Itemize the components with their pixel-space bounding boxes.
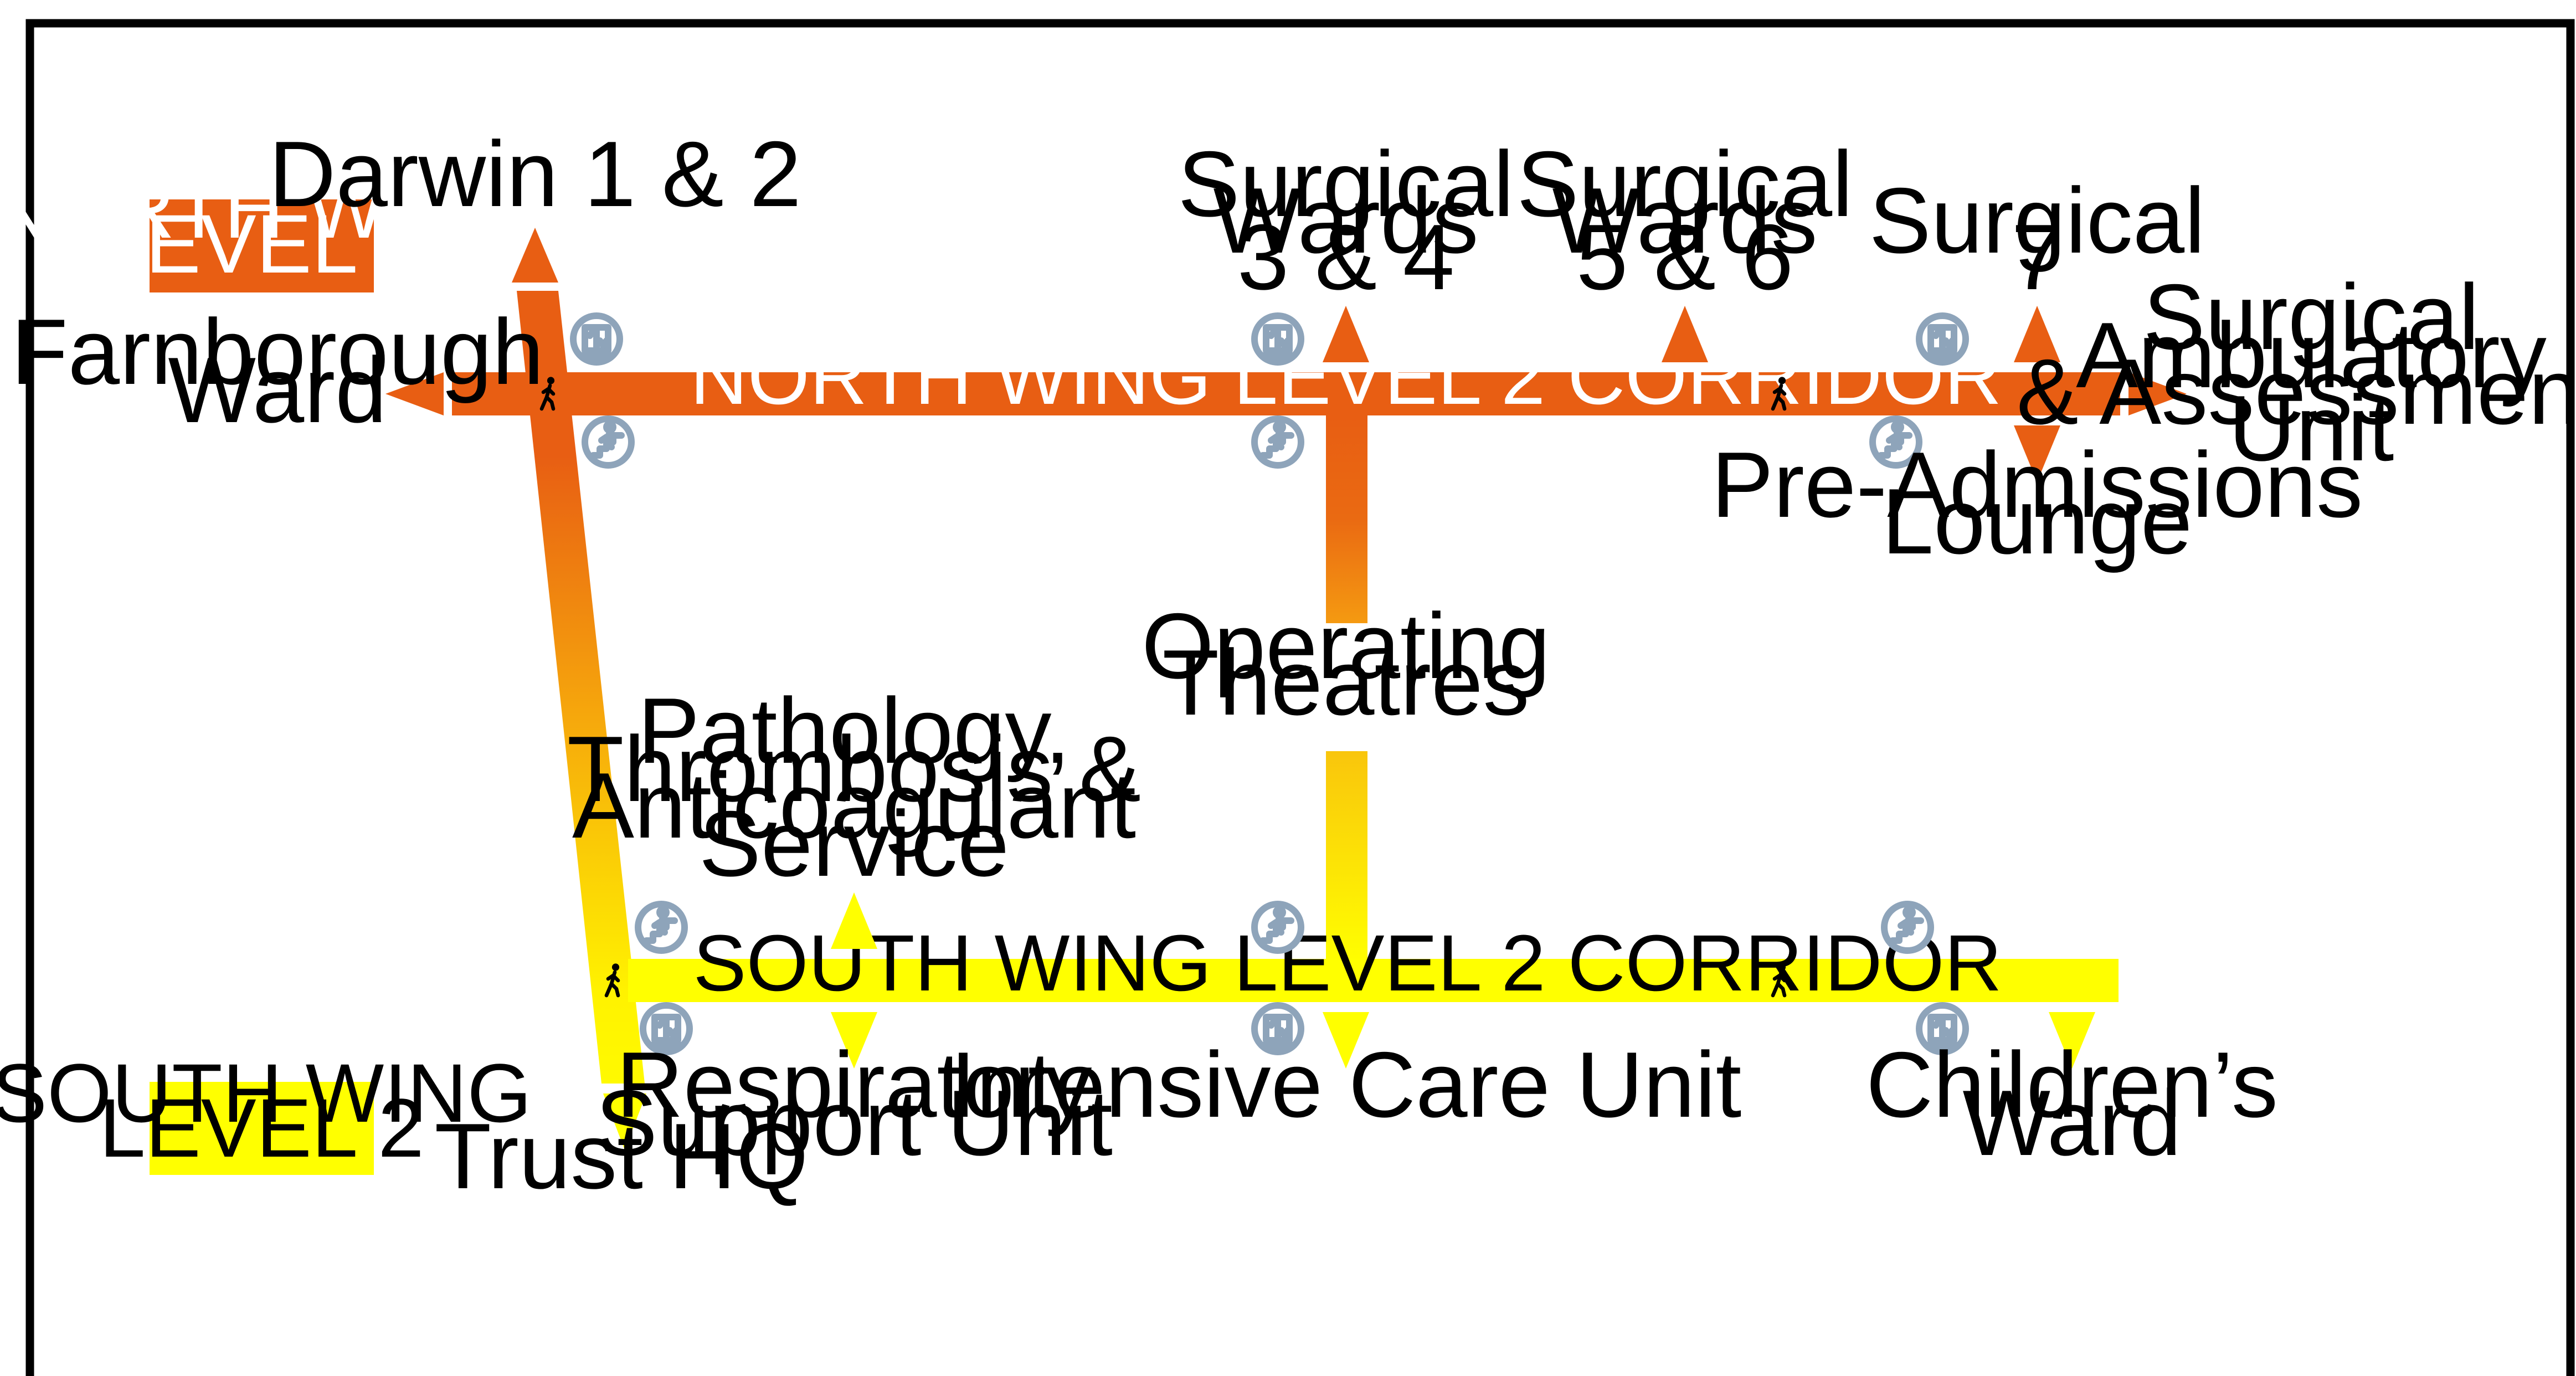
arrow-up-surgical-wards-3-4 [1323,306,1370,362]
stairs-icon [1254,904,1301,951]
arrow-down-respiratory [831,1012,878,1069]
stairs-icon [638,904,685,951]
theatres-connector-north [1326,412,1368,623]
label-saau-2: Ambulatory [2076,303,2547,407]
svg-text:Ambulatory: Ambulatory [2076,303,2547,407]
label-sw34-2: Wards [1213,168,1478,273]
svg-text:5 & 6: 5 & 6 [1576,205,1793,309]
label-s7-2: 7 [2011,205,2063,309]
label-preadm-2: Lounge [1882,469,2193,573]
label-darwin: Darwin 1 & 2 [269,122,801,226]
lift-icon [1919,316,1966,362]
arrow-down-icu [1323,1012,1370,1069]
svg-text:Wards: Wards [1552,168,1817,273]
svg-text:Pre-Admissions: Pre-Admissions [1711,433,2363,537]
svg-text:LEVEL 2: LEVEL 2 [99,197,424,290]
svg-text:Support Unit: Support Unit [595,1071,1113,1175]
svg-text:3 & 4: 3 & 4 [1237,205,1454,309]
theatres-connector-south [1326,751,1368,964]
svg-text:Surgical: Surgical [1869,168,2205,273]
legend-north-wing: NORTH WING LEVEL 2 [0,162,533,292]
arrow-right-saau [2128,372,2187,415]
label-farnborough-1: Farnborough [11,300,544,404]
label-children-2: Ward [1962,1071,2181,1175]
label-sw56-3: 5 & 6 [1576,205,1793,309]
svg-text:Ward: Ward [168,338,387,442]
svg-text:Pathology,: Pathology, [637,679,1070,783]
svg-text:Surgical: Surgical [1517,132,1853,236]
svg-text:& Assessment: & Assessment [2017,340,2576,444]
label-saau-4: Unit [2229,376,2394,480]
label-saau-3: & Assessment [2017,340,2576,444]
svg-text:Trust HQ: Trust HQ [434,1104,808,1208]
label-farnborough-2: Ward [168,338,387,442]
label-resp-2: Support Unit [595,1071,1113,1175]
legend-south-line2: LEVEL 2 [99,1081,424,1174]
svg-text:Lounge: Lounge [1882,469,2193,573]
label-s7-1: Surgical [1869,168,2205,273]
label-sw56-2: Wards [1552,168,1817,273]
arrow-up-darwin [512,228,559,283]
stairs-icon [1254,419,1301,465]
svg-text:SOUTH WING LEVEL 2 CORRIDOR: SOUTH WING LEVEL 2 CORRIDOR [693,918,2002,1008]
svg-text:Wards: Wards [1213,168,1478,273]
svg-text:Unit: Unit [2229,376,2394,480]
svg-text:NORTH WING: NORTH WING [0,162,533,255]
arrow-down-pre-admissions [2014,425,2061,482]
svg-text:Service: Service [699,792,1009,896]
legend-north-line1: NORTH WING [0,162,533,255]
label-path-2: Thrombosis & [567,717,1141,821]
svg-text:Intensive Care Unit: Intensive Care Unit [950,1033,1742,1137]
stairs-icon [585,419,631,465]
south-corridor [628,959,2119,1002]
legend-south-wing: SOUTH WING LEVEL 2 [0,1046,532,1175]
svg-text:Operating: Operating [1142,594,1550,698]
legend-south-line1: SOUTH WING [0,1046,532,1139]
label-path-3: Anticoagulant [572,753,1136,858]
svg-text:Surgical: Surgical [2143,265,2480,369]
label-sw34-1: Surgical [1178,132,1514,236]
arrow-down-childrens-ward [2049,1012,2096,1069]
svg-text:Children’s: Children’s [1866,1033,2278,1137]
svg-text:Surgical: Surgical [1178,132,1514,236]
svg-text:Respiratory: Respiratory [616,1033,1092,1137]
left-connector [517,291,645,1084]
arrow-down-trust-hq [603,1093,647,1150]
label-icu: Intensive Care Unit [950,1033,1742,1137]
label-resp-1: Respiratory [616,1033,1092,1137]
svg-text:Thrombosis &: Thrombosis & [567,717,1141,821]
arrow-up-pathology [831,892,878,949]
label-preadm-1: Pre-Admissions [1711,433,2363,537]
svg-text:Anticoagulant: Anticoagulant [572,753,1136,858]
legend-north-line2: LEVEL 2 [99,197,424,290]
arrow-left-farnborough [385,372,444,415]
svg-text:Theatres: Theatres [1163,630,1530,735]
label-sw56-1: Surgical [1517,132,1853,236]
label-trust-hq: Trust HQ [434,1104,808,1208]
label-children-1: Children’s [1866,1033,2278,1137]
label-path-1: Pathology, [637,679,1070,783]
lift-icon [573,316,620,362]
svg-text:7: 7 [2011,205,2063,309]
label-theatres-2: Theatres [1163,630,1530,735]
stairs-icon [1884,904,1931,951]
page-frame [25,19,2575,1376]
label-path-4: Service [699,792,1009,896]
arrow-up-surgical-wards-5-6 [1662,306,1709,362]
label-theatres-1: Operating [1142,594,1550,698]
svg-text:LEVEL 2: LEVEL 2 [99,1081,424,1174]
label-saau-1: Surgical [2143,265,2480,369]
svg-text:SOUTH WING: SOUTH WING [0,1046,532,1139]
north-corridor [452,372,2121,415]
south-corridor-label: SOUTH WING LEVEL 2 CORRIDOR [693,918,2002,1008]
svg-text:Farnborough: Farnborough [11,300,544,404]
arrow-up-surgical-7 [2014,306,2061,362]
lift-icon [1254,316,1301,362]
svg-text:Darwin 1 & 2: Darwin 1 & 2 [269,122,801,226]
label-sw34-3: 3 & 4 [1237,205,1454,309]
svg-text:Ward: Ward [1962,1071,2181,1175]
